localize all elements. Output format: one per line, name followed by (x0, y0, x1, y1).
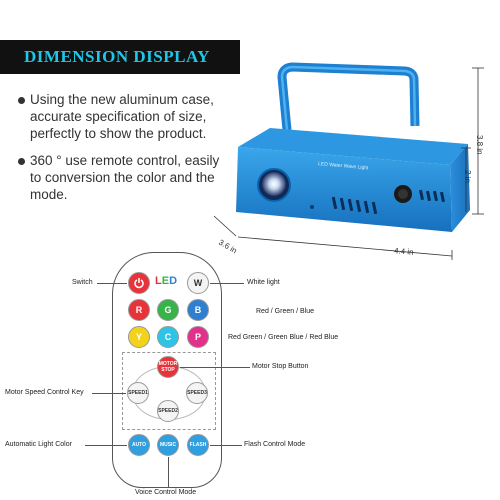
bullet-text-2: 360 ° use remote control, easily to conv… (30, 153, 220, 202)
red-button[interactable]: R (128, 299, 150, 321)
leader-motor-speed (92, 393, 126, 394)
title-banner (0, 40, 240, 74)
led-letter-d: D (169, 275, 178, 287)
pink-button[interactable]: P (187, 326, 209, 348)
device-illustration: LED Water Wave Light (213, 62, 484, 260)
bullet-text-1: Using the new aluminum case, accurate sp… (30, 92, 214, 141)
dimension-height-total: 3.8 in (475, 135, 484, 155)
power-button[interactable] (128, 272, 150, 294)
speed3-button[interactable]: SPEED3 (186, 382, 208, 404)
flash-button[interactable]: FLASH (187, 434, 209, 456)
leader-switch (97, 283, 127, 284)
bullet-dot-2 (18, 158, 25, 165)
auto-button[interactable]: AUTO (128, 434, 150, 456)
led-letter-e: E (161, 275, 170, 287)
vent-slots (331, 189, 445, 215)
leader-auto-color (85, 445, 127, 446)
leader-motor-stop (180, 367, 250, 368)
speed1-button[interactable]: SPEED1 (127, 382, 149, 404)
dimension-width: 4.4 in (393, 246, 414, 257)
green-button[interactable]: G (157, 299, 179, 321)
page-title: DIMENSION DISPLAY (24, 47, 210, 66)
label-motor-stop: Motor Stop Button (252, 363, 309, 370)
cyan-button[interactable]: C (157, 326, 179, 348)
leader-flash-mode (210, 445, 242, 446)
yellow-button[interactable]: Y (128, 326, 150, 348)
dimension-height-body: 2 in (463, 170, 472, 183)
motor-stop-button[interactable]: MOTOR STOP (157, 356, 179, 378)
led-letter-l: L (155, 275, 162, 287)
device-front-face (236, 147, 452, 232)
bullet-dot-1 (18, 97, 25, 104)
label-rgb: Red / Green / Blue (256, 308, 314, 315)
label-flash-mode: Flash Control Mode (244, 441, 306, 448)
power-icon (134, 278, 144, 289)
speed2-button[interactable]: SPEED2 (157, 400, 179, 422)
white-light-button[interactable]: W (187, 272, 209, 294)
mic-icon (310, 205, 314, 209)
led-label: LED (155, 275, 177, 287)
music-button[interactable]: MUSIC (157, 434, 179, 456)
label-motor-speed: Motor Speed Control Key (5, 389, 84, 396)
label-white-light: White light (247, 279, 280, 286)
label-voice-mode: Voice Control Mode (135, 489, 197, 496)
lens-icon (262, 172, 286, 196)
label-switch: Switch (72, 279, 93, 286)
device-side-face (450, 144, 470, 232)
blue-button[interactable]: B (187, 299, 209, 321)
leader-voice-mode (168, 457, 169, 488)
device-panel-text: LED Water Wave Light (318, 161, 369, 171)
leader-white-light (210, 283, 244, 284)
label-mixed-colors: Red Green / Green Blue / Red Blue (228, 334, 339, 341)
speed-cluster-frame (122, 352, 216, 430)
label-auto-color: Automatic Light Color (5, 441, 72, 448)
device-top-face (238, 128, 468, 165)
